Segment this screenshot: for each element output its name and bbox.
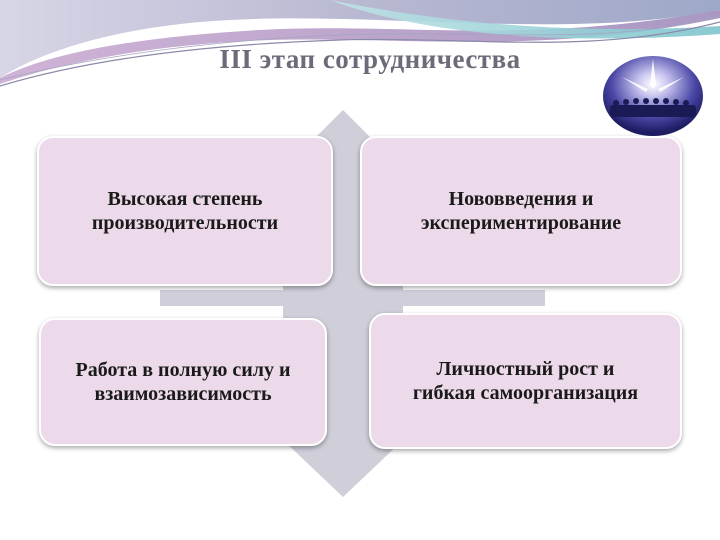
stage-box-innovation: Нововведения и экспериментирование: [360, 136, 682, 286]
stage-box-high-productivity: Высокая степень производительности: [37, 136, 333, 286]
stage-box-personal-growth: Личностный рост и гибкая самоорганизация: [369, 313, 682, 449]
stage-box-label: Личностный рост и гибкая самоорганизация: [412, 358, 639, 404]
stage-box-label: Работа в полную силу и взаимозависимость: [75, 359, 291, 405]
slide-title: III этап сотрудничества: [219, 44, 521, 74]
globe-people-logo-icon: [603, 56, 703, 136]
stage-box-full-strength: Работа в полную силу и взаимозависимость: [39, 318, 327, 446]
stage-box-label: Высокая степень производительности: [91, 188, 279, 234]
header-swoosh-decoration: [0, 0, 720, 87]
stage-box-label: Нововведения и экспериментирование: [420, 188, 622, 234]
